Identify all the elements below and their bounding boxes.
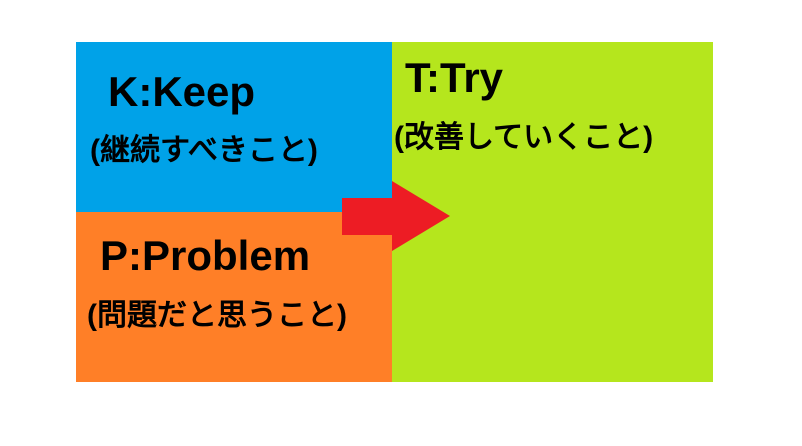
problem-title: P:Problem [100,232,311,279]
try-title: T:Try [405,54,504,101]
arrow-head [392,181,450,251]
problem-block: P:Problem (問題だと思うこと) [76,212,392,382]
right-arrow-icon [342,181,450,251]
keep-subtitle: (継続すべきこと) [90,134,318,167]
keep-block: K:Keep (継続すべきこと) [76,42,392,212]
try-block: T:Try (改善していくこと) [392,42,713,382]
problem-subtitle: (問題だと思うこと) [87,299,347,332]
keep-title: K:Keep [108,68,256,115]
arrow-shaft [342,198,392,235]
try-subtitle: (改善していくこと) [394,121,654,154]
